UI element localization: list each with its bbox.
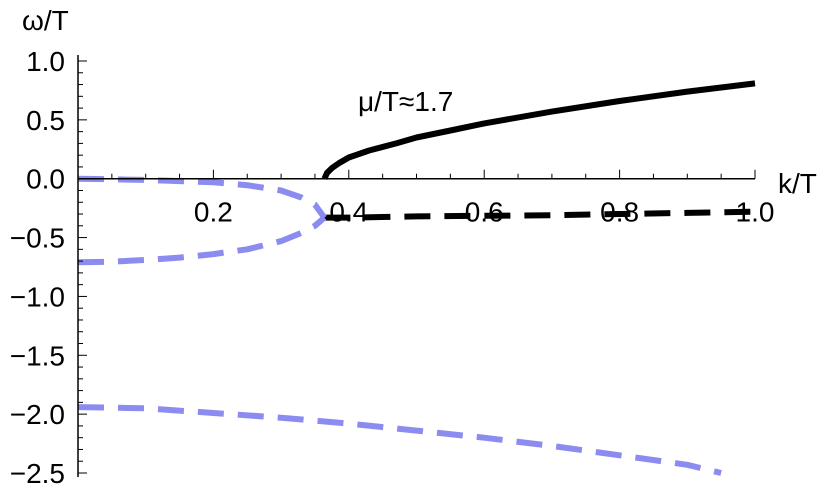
- x-axis-label: k/T: [778, 168, 817, 199]
- axes-layer: [77, 55, 756, 477]
- series-line-2: [324, 208, 756, 221]
- series-line-4: [77, 215, 327, 266]
- y-tick-label: 1.0: [26, 46, 65, 77]
- y-axis-label: ω/T: [22, 5, 69, 36]
- x-tick-label: 0.2: [194, 197, 233, 228]
- x-tick-label: 0.4: [329, 197, 368, 228]
- y-tick-label: 0.5: [26, 105, 65, 136]
- y-tick-label: −2.5: [10, 458, 65, 489]
- y-tick-label: −1.5: [10, 340, 65, 371]
- x-tick-label: 1.0: [736, 197, 775, 228]
- series-layer: [77, 80, 756, 476]
- x-tick-label: 0.8: [600, 197, 639, 228]
- x-tick-label: 0.6: [465, 197, 504, 228]
- curve-annotation: μ/T≈1.7: [358, 86, 453, 117]
- y-tick-label: −2.0: [10, 399, 65, 430]
- labels-layer: 1.0 0.5 0.0 −0.5 −1.0 −1.5 −2.0 −2.5 0.2 0.4 0.6 0.…: [10, 46, 775, 489]
- y-tick-label: −1.0: [10, 281, 65, 312]
- y-tick-label: −0.5: [10, 223, 65, 254]
- series-line-5: [77, 404, 722, 476]
- series-line-1: [321, 80, 756, 180]
- y-tick-label: 0.0: [26, 164, 65, 195]
- series-line-3: [77, 175, 327, 220]
